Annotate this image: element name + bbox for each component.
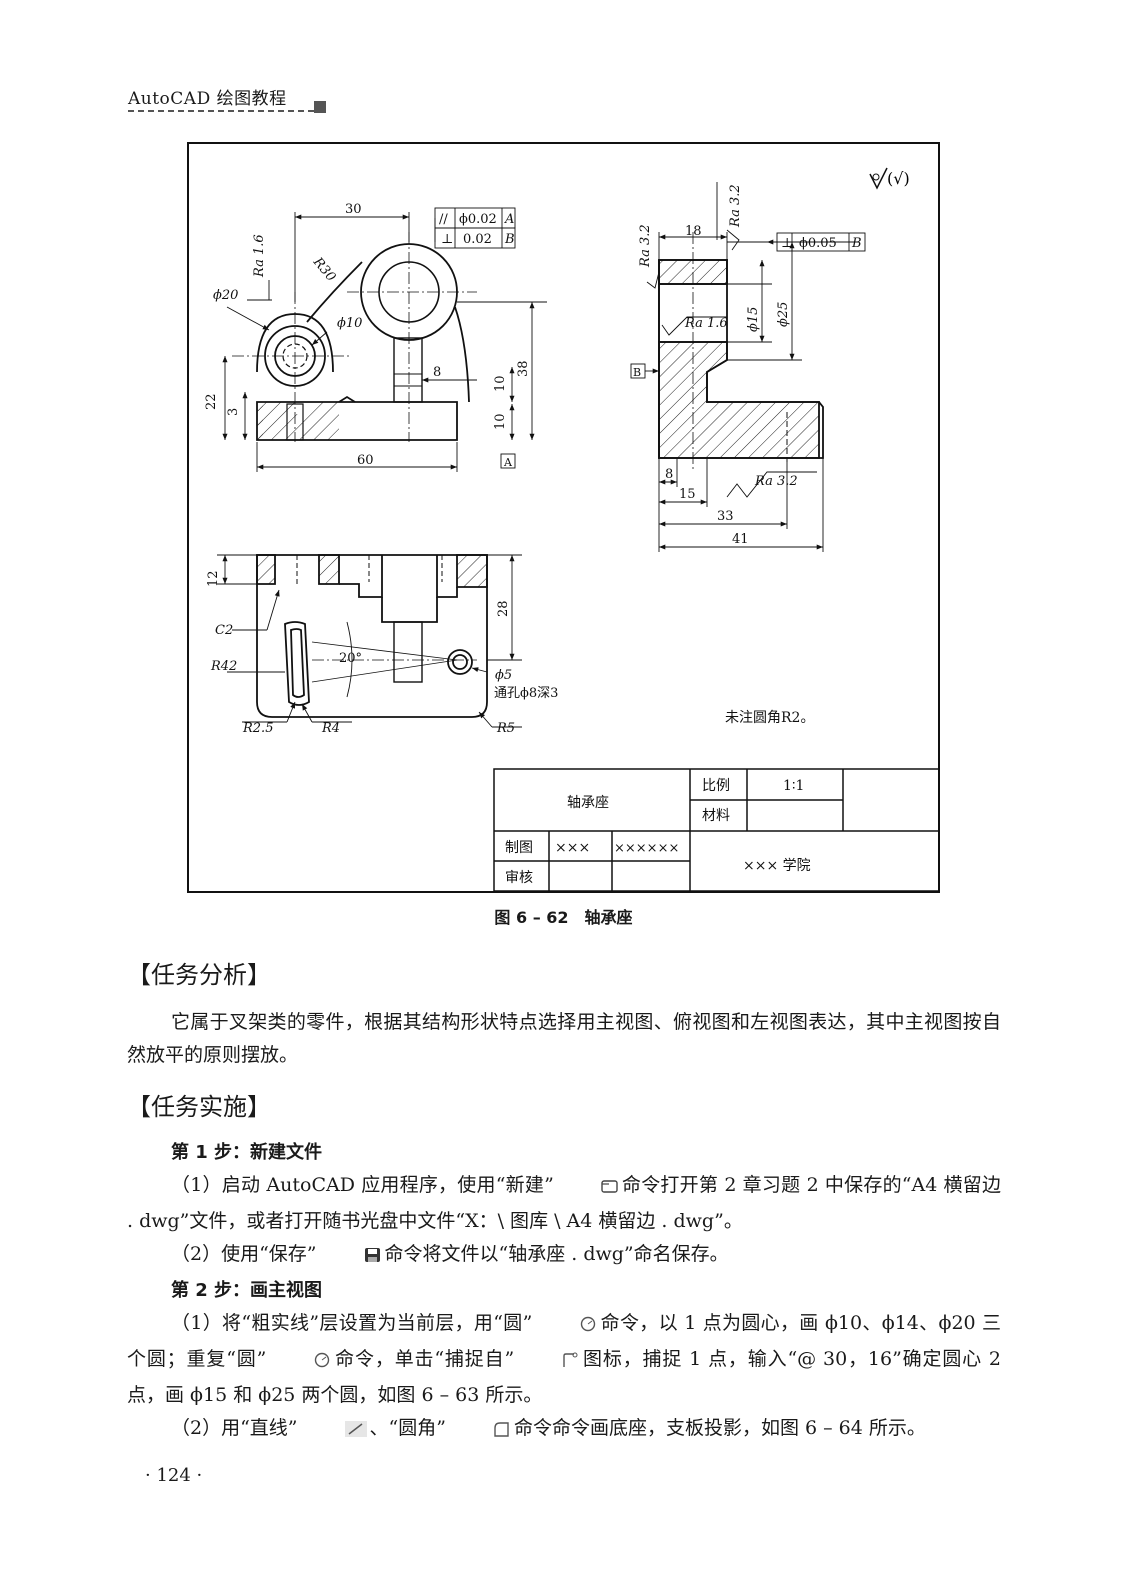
step1-title: 第 1 步：新建文件 [171,1142,323,1163]
material-label: 材料 [702,808,730,824]
step1-paragraph1: （1）启动 AutoCAD 应用程序，使用“新建”命令打开第 2 章习题 2 中… [127,1172,1001,1232]
top-view-dimensions [217,554,522,728]
dim-r30: R30 [309,254,338,285]
dim-20deg: 20° [339,651,362,666]
ra-3-2-b: Ra 3.2 [728,184,743,228]
fillet-note: 未注圆角R2。 [725,710,814,726]
drawn-label: 制图 [505,840,533,856]
figure-number: 图 6 – 62 [494,908,569,927]
header-marker [314,101,326,113]
dim-phi20: ϕ20 [213,288,238,303]
step2-paragraph1: （1）将“粗实线”层设置为当前层，用“圆”命令，以 1 点为圆心，画 ϕ10、ϕ… [127,1310,1001,1406]
page-number: · 124 · [145,1465,203,1486]
drawn-name: ××× [555,840,590,856]
front-view-labels: 30 R30 ϕ20 ϕ10 22 3 8 10 10 38 60 A Ra 1… [204,202,531,469]
tol3-value: ϕ0.05 [799,236,837,251]
fillet-icon [448,1415,512,1448]
dim-8: 8 [433,365,441,380]
tol3-symbol: ⊥ [781,236,793,251]
step2-title: 第 2 步：画主视图 [171,1280,323,1301]
dim-12: 12 [206,570,221,587]
tol1-ref: A [504,212,514,227]
step2-paragraph2: （2）用“直线”、“圆角”命令命令画底座，支板投影，如图 6 – 64 所示。 [127,1412,1001,1448]
analysis-paragraph: 它属于叉架类的零件，根据其结构形状特点选择用主视图、俯视图和左视图表达，其中主视… [127,1011,1001,1066]
dim-r5: R5 [496,721,515,736]
tol2-ref: B [504,232,515,247]
new-file-icon [556,1172,620,1205]
datum-b: B [633,366,641,379]
tol3-ref: B [851,236,862,251]
dim-30: 30 [345,202,362,217]
analysis-heading: 【任务分析】 [127,961,271,989]
dim-33: 33 [717,509,734,524]
dim-10b: 10 [493,413,508,430]
top-view [256,554,488,718]
through-hole-note: 通孔ϕ8深3 [494,686,558,701]
dim-28: 28 [496,600,511,617]
dim-60: 60 [357,453,374,468]
dim-r2-5: R2.5 [242,721,273,736]
ra-1-6-b: Ra 1.6 [684,316,728,331]
drawing-frame [187,142,940,893]
datum-a: A [503,456,513,469]
tol1-value: ϕ0.02 [459,212,497,227]
dim-phi15: ϕ15 [746,307,761,332]
checked-label: 审核 [505,870,533,886]
dim-phi10: ϕ10 [337,316,362,331]
dim-phi25: ϕ25 [776,302,791,327]
top-view-labels: 12 28 C2 R42 20° ϕ5 通孔ϕ8深3 R2.5 R4 R5 未注… [206,570,814,736]
ra-1-6-a: Ra 1.6 [252,234,267,278]
title-block-text: 轴承座 比例 1∶1 材料 制图 审核 ××× ×××××× ××× 学院 [505,778,811,886]
tol2-symbol: ⊥ [441,232,453,247]
save-icon [319,1241,383,1274]
front-view [232,232,477,442]
left-view-dimensions [630,182,866,552]
figure-caption: 图 6 – 62 轴承座 [0,904,1127,928]
ra-3-2-a: Ra 3.2 [638,224,653,268]
scale-label: 比例 [702,778,730,794]
dim-18: 18 [685,224,702,239]
roughness-symbol: (√) [869,167,910,190]
technical-drawing: (√) [187,142,940,893]
left-view-labels: 18 ϕ15 ϕ25 8 15 33 41 B Ra 3.2 Ra 3.2 Ra… [633,184,862,547]
dim-41: 41 [732,532,749,547]
dim-15: 15 [679,487,696,502]
tol2-value: 0.02 [463,232,492,247]
dim-10a: 10 [493,375,508,392]
header-divider [128,110,314,112]
dim-3: 3 [226,408,241,416]
step1-paragraph2: （2）使用“保存”命令将文件以“轴承座 . dwg”命名保存。 [127,1238,1001,1274]
school-name: ××× 学院 [743,858,811,874]
implementation-heading: 【任务实施】 [127,1093,271,1121]
dim-phi5: ϕ5 [495,668,512,683]
steps-body: 第 1 步：新建文件 （1）启动 AutoCAD 应用程序，使用“新建”命令打开… [127,1136,1001,1448]
running-header: AutoCAD 绘图教程 [128,89,287,109]
title-block [493,768,940,892]
dim-c2: C2 [215,623,233,638]
front-view-dimensions [222,207,547,472]
circle-icon [534,1310,598,1343]
drawn-date: ×××××× [614,841,679,856]
circle-icon [268,1346,332,1379]
dim-22: 22 [204,393,219,410]
roughness-note: (√) [887,169,910,188]
tol1-symbol: // [439,212,448,227]
scale-value: 1∶1 [783,778,804,794]
ra-3-2-c: Ra 3.2 [754,474,798,489]
dim-r42: R42 [210,659,237,674]
line-icon [300,1415,368,1448]
figure-title: 轴承座 [584,908,633,927]
part-name: 轴承座 [567,795,609,811]
left-view [658,232,824,472]
snap-from-icon [516,1346,580,1379]
dim-8b: 8 [665,467,673,482]
dim-38: 38 [516,360,531,377]
dim-r4: R4 [321,721,340,736]
